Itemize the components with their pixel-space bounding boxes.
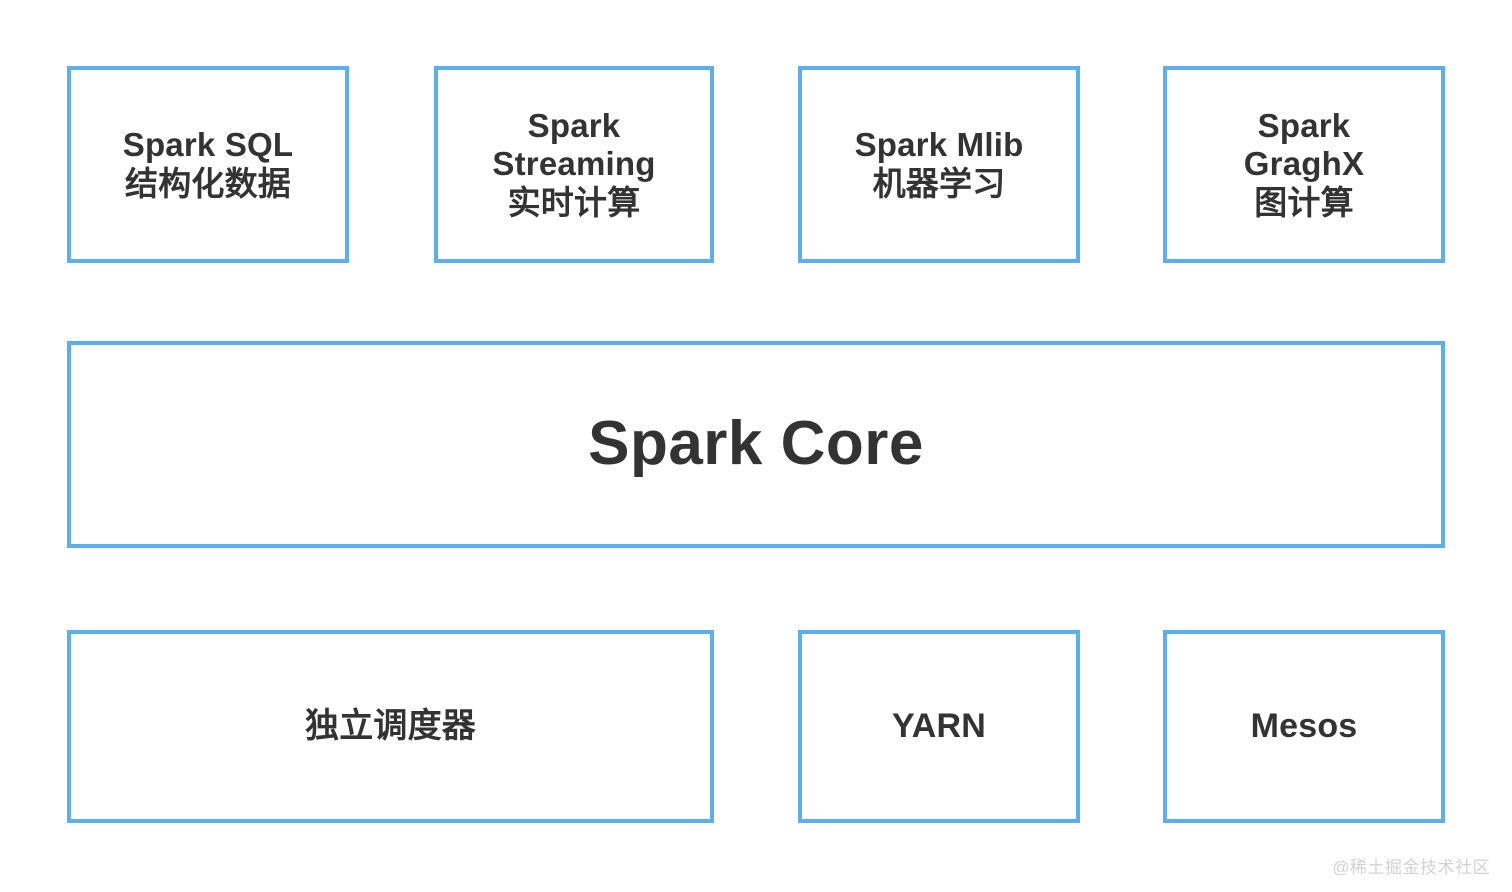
- diagram-box-spark-streaming: Spark Streaming 实时计算: [434, 66, 714, 263]
- watermark: @稀土掘金技术社区: [1332, 858, 1490, 877]
- diagram-box-spark-mlib: Spark Mlib 机器学习: [798, 66, 1080, 263]
- box-label-spark-sql: Spark SQL 结构化数据: [122, 125, 294, 202]
- box-label-spark-mlib: Spark Mlib 机器学习: [854, 125, 1024, 202]
- diagram-box-mesos: Mesos: [1163, 630, 1445, 823]
- box-label-spark-graghx: Spark GraghX 图计算: [1243, 106, 1365, 221]
- diagram-box-spark-sql: Spark SQL 结构化数据: [67, 66, 349, 263]
- box-label-spark-core: Spark Core: [588, 409, 924, 479]
- diagram-box-yarn: YARN: [798, 630, 1080, 823]
- diagram-box-standalone-scheduler: 独立调度器: [67, 630, 714, 823]
- diagram-box-spark-core: Spark Core: [67, 341, 1445, 548]
- diagram-box-spark-graghx: Spark GraghX 图计算: [1163, 66, 1445, 263]
- box-label-yarn: YARN: [891, 706, 987, 745]
- box-label-mesos: Mesos: [1250, 706, 1358, 745]
- box-label-standalone-scheduler: 独立调度器: [305, 706, 476, 745]
- box-label-spark-streaming: Spark Streaming 实时计算: [492, 106, 656, 221]
